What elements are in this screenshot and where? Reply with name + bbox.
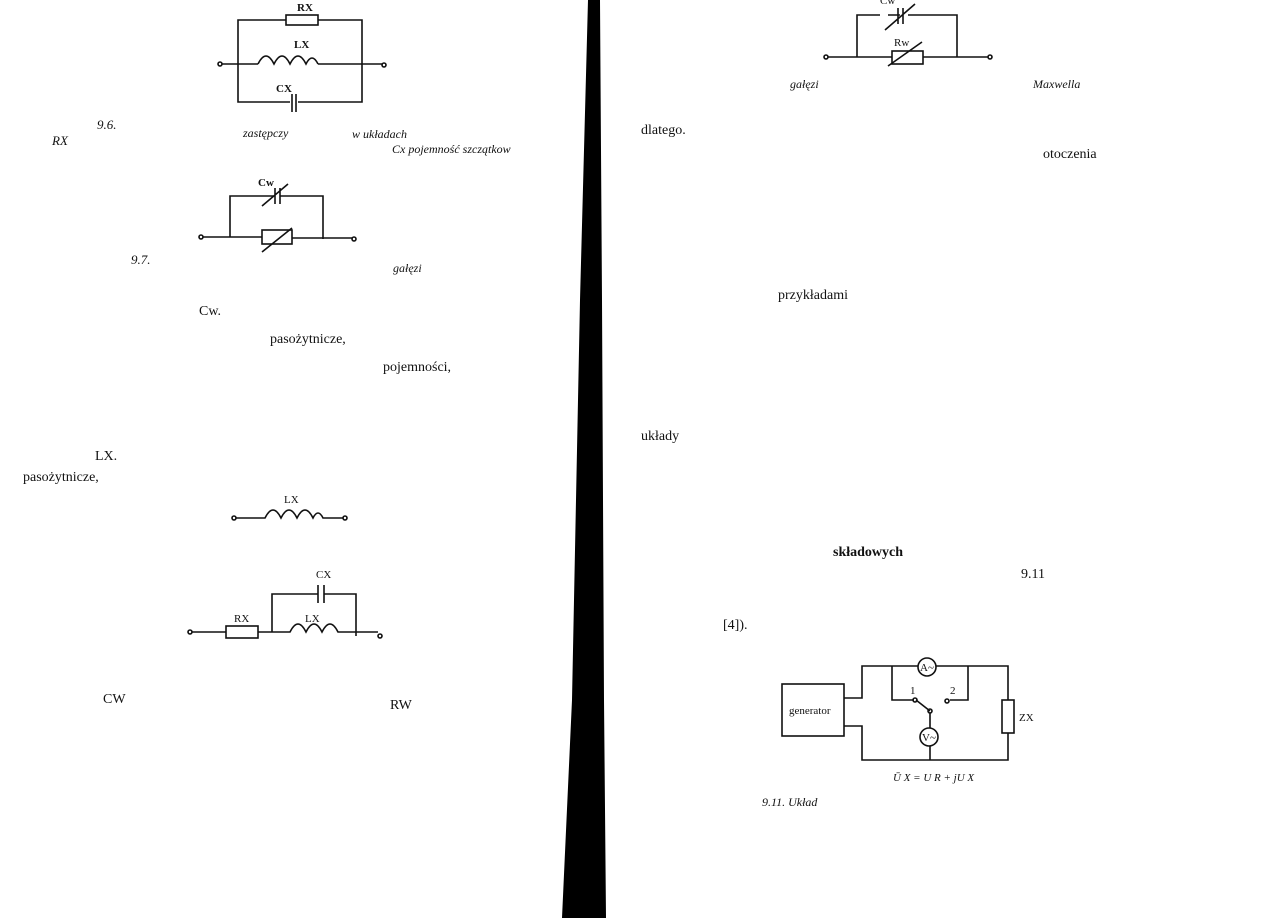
text-otoczenia: otoczenia bbox=[1043, 147, 1097, 162]
text-skladowych: składowych bbox=[833, 545, 904, 560]
c-label: CX bbox=[276, 83, 292, 95]
rx-label: RX bbox=[234, 613, 249, 625]
ammeter-label: A~ bbox=[920, 662, 934, 674]
text-rw: RW bbox=[390, 698, 412, 713]
generator-label: generator bbox=[789, 705, 831, 717]
text-ref-9-11: 9.11 bbox=[1021, 567, 1045, 582]
circuit-9-7 bbox=[198, 183, 357, 253]
lx-label: LX bbox=[284, 494, 299, 506]
caption-galezi: gałęzi bbox=[393, 261, 422, 275]
fig-9-7-number: 9.7. bbox=[131, 252, 151, 267]
binding-shadow bbox=[562, 0, 606, 918]
circuit-9-6 bbox=[217, 14, 387, 112]
switch-1-label: 1 bbox=[910, 685, 916, 697]
circuit-maxwell-branch bbox=[823, 3, 993, 67]
caption-w-ukladach: w układach bbox=[352, 127, 407, 141]
l-label: LX bbox=[294, 39, 309, 51]
text-uklady: układy bbox=[641, 429, 680, 444]
caption-zastepczy: zastępczy bbox=[243, 126, 289, 140]
voltmeter-label: V~ bbox=[922, 732, 936, 744]
circuit-9-11 bbox=[781, 657, 1015, 761]
inductor-lx bbox=[231, 509, 348, 521]
text-lx: LX. bbox=[95, 449, 118, 464]
text-dlatego: dlatego. bbox=[641, 123, 686, 138]
formula: Ū X = U R + jU X bbox=[893, 772, 975, 784]
caption-pojemnosc: Cx pojemność szczątkow bbox=[392, 142, 511, 156]
circuit-rx-lx-cx bbox=[187, 585, 383, 639]
r-label: RX bbox=[297, 2, 313, 14]
switch-2-label: 2 bbox=[950, 685, 956, 697]
cw-label: Cw bbox=[258, 177, 274, 189]
text-pasozytnicze: pasożytnicze, bbox=[270, 332, 346, 347]
rw-label-top: Rw bbox=[894, 37, 909, 49]
text-pasozytnicze-2: pasożytnicze, bbox=[23, 470, 99, 485]
caption-9-11: 9.11. Układ bbox=[762, 795, 818, 809]
lx-label-2: LX bbox=[305, 613, 320, 625]
rx-text: RX bbox=[52, 133, 68, 148]
text-przykladami: przykładami bbox=[778, 288, 848, 303]
caption-galezi-right: gałęzi bbox=[790, 77, 819, 91]
text-cw: Cw. bbox=[199, 304, 222, 319]
caption-maxwella: Maxwella bbox=[1033, 77, 1081, 91]
cw-label-top: Cw bbox=[880, 0, 895, 7]
fig-9-6-number: 9.6. bbox=[97, 117, 117, 132]
text-cw-2: CW bbox=[103, 692, 126, 707]
text-ref-4: [4]). bbox=[723, 618, 748, 633]
text-pojemnosci: pojemności, bbox=[383, 360, 452, 375]
cx-label: CX bbox=[316, 569, 331, 581]
zx-label: ZX bbox=[1019, 712, 1034, 724]
